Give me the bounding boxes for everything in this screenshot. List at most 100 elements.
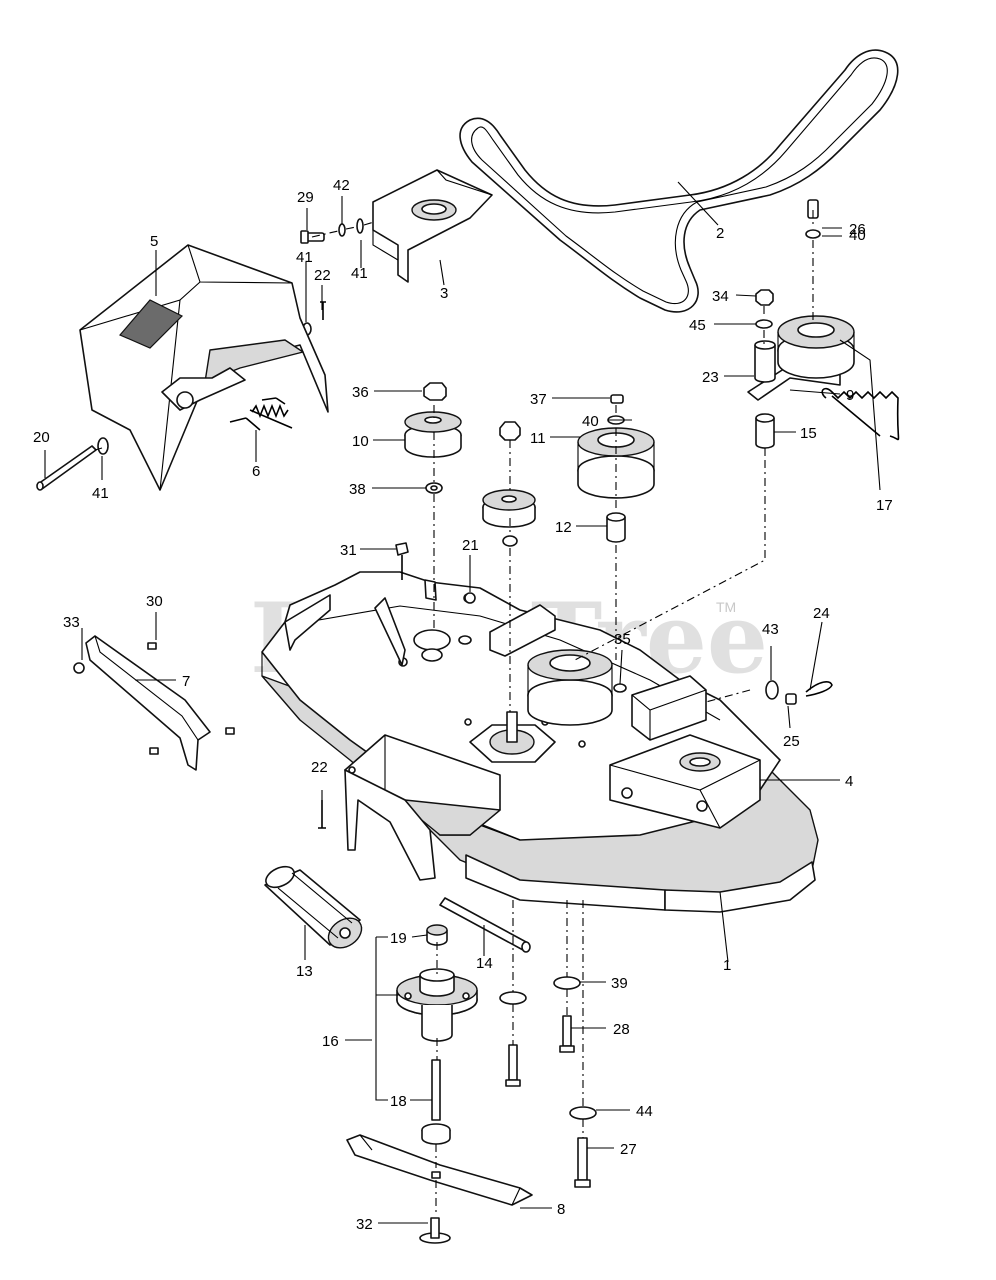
washer-lower-1 — [499, 991, 527, 1005]
callout-16: 16 — [322, 1033, 339, 1050]
callout-36: 36 — [352, 384, 369, 401]
washer-39 — [553, 976, 581, 990]
callout-31: 31 — [340, 542, 357, 559]
callout-labels: 1 2 3 4 5 6 7 8 9 10 11 12 13 14 15 16 1… — [33, 177, 893, 1233]
spindle-housing-16 — [396, 968, 478, 1042]
callout-18: 18 — [390, 1093, 407, 1110]
callout-43: 43 — [762, 621, 779, 638]
drive-belt — [459, 49, 899, 313]
callout-42: 42 — [333, 177, 350, 194]
bolt-lower-1 — [505, 1044, 521, 1087]
washer-35 — [613, 683, 627, 693]
spindle-shaft-18 — [421, 1059, 451, 1145]
callout-41-b: 41 — [92, 485, 109, 502]
spacer-12 — [606, 512, 626, 543]
bolt-27 — [574, 1137, 591, 1188]
baffle-7 — [73, 635, 235, 771]
callout-26: 26 — [849, 221, 866, 238]
callout-40-mid: 40 — [582, 413, 599, 430]
bolt-28 — [559, 1015, 575, 1053]
callout-35: 35 — [614, 631, 631, 648]
assembly-lines — [94, 210, 814, 1216]
callout-32: 32 — [356, 1216, 373, 1233]
discharge-hood — [344, 734, 501, 881]
nut-34 — [755, 289, 774, 306]
discharge-chute — [79, 244, 329, 491]
nut-center — [499, 421, 521, 441]
bolt-32 — [419, 1217, 451, 1244]
pivot-rod-20 — [36, 445, 97, 491]
callout-2: 2 — [716, 225, 724, 242]
rod-14 — [439, 897, 531, 953]
callout-12: 12 — [555, 519, 572, 536]
callout-23: 23 — [702, 369, 719, 386]
washer-41-left — [97, 437, 109, 455]
callout-33: 33 — [63, 614, 80, 631]
washer-45 — [755, 319, 773, 329]
callout-20: 20 — [33, 429, 50, 446]
callout-5: 5 — [150, 233, 158, 250]
bushing-15 — [755, 413, 775, 449]
washer-center — [502, 535, 518, 547]
callout-29: 29 — [297, 189, 314, 206]
callout-4: 4 — [845, 773, 853, 790]
callout-17: 17 — [876, 497, 893, 514]
callout-27: 27 — [620, 1141, 637, 1158]
bolt-21 — [464, 592, 476, 604]
callout-7: 7 — [182, 673, 190, 690]
idler-pulley-deck — [527, 649, 613, 726]
callout-40-right: 40 — [849, 227, 866, 244]
callout-10: 10 — [352, 433, 369, 450]
callout-21: 21 — [462, 537, 479, 554]
callout-15: 15 — [800, 425, 817, 442]
callout-1: 1 — [723, 957, 731, 974]
washer-41-top — [356, 218, 364, 234]
washer-40-right — [805, 229, 821, 239]
torsion-spring-6 — [229, 397, 293, 431]
callout-22-lower: 22 — [311, 759, 328, 776]
callout-24: 24 — [813, 605, 830, 622]
callout-34: 34 — [712, 288, 729, 305]
callout-22-top: 22 — [314, 267, 331, 284]
extension-spring-17 — [821, 387, 900, 441]
roller-13 — [264, 865, 363, 949]
washer-43 — [765, 680, 779, 700]
callout-11: 11 — [530, 430, 546, 447]
pin-22-top — [320, 301, 326, 320]
callout-8: 8 — [557, 1201, 565, 1218]
pulley-10 — [404, 411, 462, 458]
callout-14: 14 — [476, 955, 493, 972]
lift-lugs — [374, 579, 437, 666]
callout-41-a: 41 — [296, 249, 313, 266]
callout-3: 3 — [440, 285, 448, 302]
washer-42 — [338, 223, 346, 237]
callout-28: 28 — [613, 1021, 630, 1038]
blade-8 — [346, 1134, 533, 1206]
callout-39: 39 — [611, 975, 628, 992]
leader-lines — [44, 181, 881, 1224]
clevis-pin-25 — [785, 693, 797, 705]
washer-44 — [569, 1106, 597, 1120]
washer-38 — [425, 482, 443, 494]
hairpin-24 — [805, 681, 833, 697]
callout-6: 6 — [252, 463, 260, 480]
callout-13: 13 — [296, 963, 313, 980]
idler-bracket-top — [372, 169, 493, 283]
callout-41-c: 41 — [351, 265, 368, 282]
pin-22-lower — [318, 800, 326, 829]
bolt-31 — [395, 542, 409, 580]
watermark-trademark: TM — [716, 599, 736, 615]
callout-45: 45 — [689, 317, 706, 334]
callout-19: 19 — [390, 930, 407, 947]
callout-9: 9 — [846, 387, 854, 404]
callout-37: 37 — [530, 391, 547, 408]
callout-38: 38 — [349, 481, 366, 498]
callout-44: 44 — [636, 1103, 653, 1120]
nut-36 — [423, 382, 447, 401]
nut-37 — [610, 394, 624, 404]
callout-25: 25 — [783, 733, 800, 750]
pulley-center — [482, 489, 536, 528]
callout-30: 30 — [146, 593, 163, 610]
idler-arm-9 — [747, 315, 855, 401]
